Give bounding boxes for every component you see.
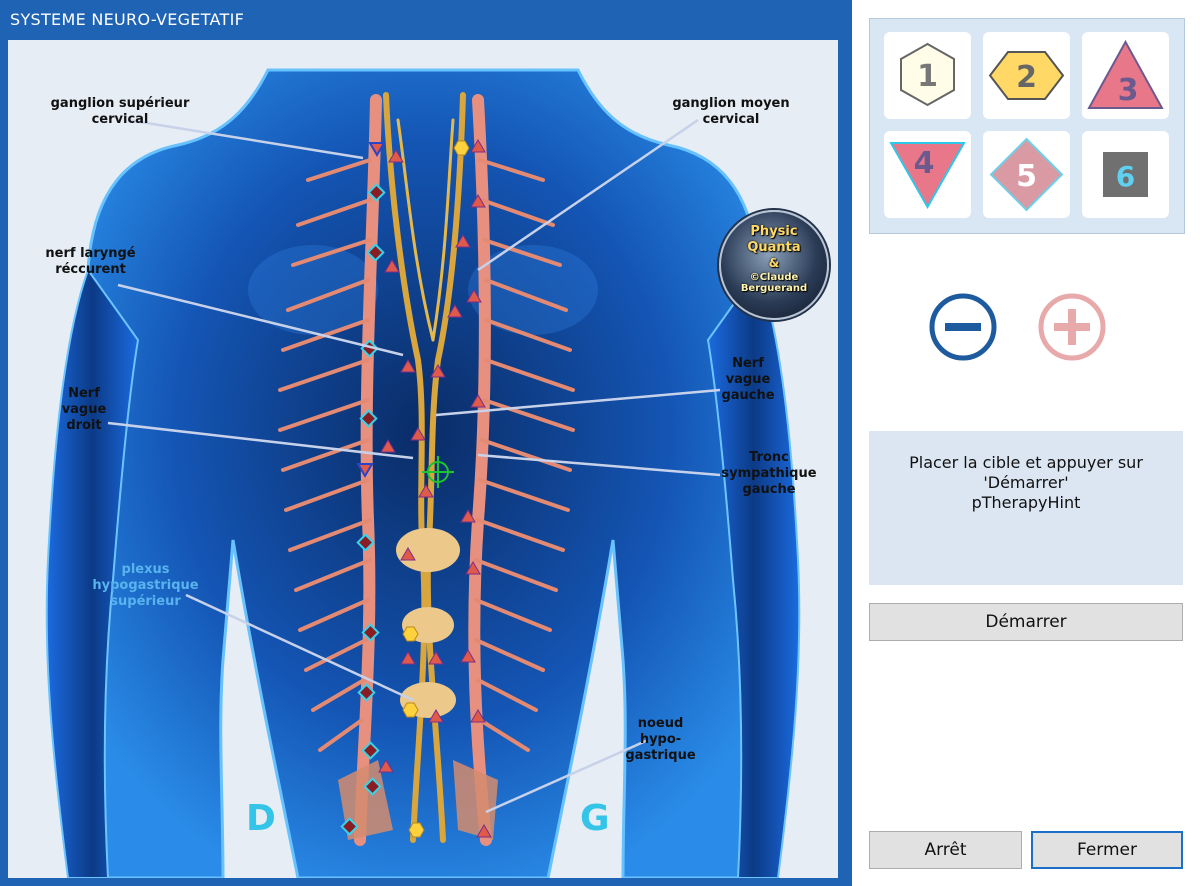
shape-button-5[interactable]: 5 [983, 131, 1070, 218]
svg-text:3: 3 [1118, 73, 1139, 108]
nerve-system [278, 92, 575, 846]
label-nerf-vague-droit: Nerf vague droit [61, 386, 107, 433]
diamond-icon: 5 [989, 137, 1064, 212]
close-button[interactable]: Fermer [1031, 831, 1183, 869]
square-icon: 6 [1103, 152, 1148, 197]
markers [340, 139, 492, 838]
start-button[interactable]: Démarrer [869, 603, 1183, 641]
label-ganglion-moyen: ganglion moyen cervical [672, 96, 790, 127]
image-panel: SYSTEME NEURO-VEGETATIF [0, 0, 852, 886]
physic-quanta-logo: Physic Quanta & ©Claude Berguerand [719, 210, 829, 320]
shape-button-6[interactable]: 6 [1082, 131, 1169, 218]
anatomy-image[interactable]: ganglion supérieur cervical ganglion moy… [8, 40, 838, 878]
label-nerf-vague-gauche: Nerf vague gauche [721, 356, 775, 403]
label-noeud-hypogastrique: noeud hypo- gastrique [625, 716, 696, 763]
hint-text: Placer la cible et appuyer sur 'Démarrer… [909, 453, 1143, 512]
hexagon-shape [900, 42, 955, 107]
triangle-up-icon: 3 [1087, 39, 1164, 109]
label-ganglion-superieur: ganglion supérieur cervical [50, 96, 190, 127]
hint-panel: Placer la cible et appuyer sur 'Démarrer… [869, 431, 1183, 585]
anatomy-illustration [8, 40, 838, 878]
side-label-right: D [246, 798, 276, 839]
shape-button-3[interactable]: 3 [1082, 32, 1169, 119]
shape-selector: 1 2 3 4 5 6 [869, 18, 1185, 234]
svg-text:5: 5 [1016, 159, 1037, 194]
triangle-down-icon: 4 [889, 142, 966, 210]
hexagon-icon: 1 [900, 42, 955, 107]
svg-text:4: 4 [914, 146, 935, 181]
label-nerf-larynge: nerf laryngé réccurent [45, 246, 136, 277]
window-title: SYSTEME NEURO-VEGETATIF [10, 10, 245, 29]
increase-button[interactable] [1037, 292, 1107, 362]
target-crosshair-icon [422, 456, 454, 488]
shape-button-1[interactable]: 1 [884, 32, 971, 119]
decrease-button[interactable] [928, 292, 998, 362]
label-tronc-sympathique: Tronc sympathique gauche [721, 450, 817, 497]
plus-circle-icon [1038, 293, 1106, 361]
pointer-lines [107, 118, 721, 814]
hexagon-filled-icon: 2 [988, 51, 1065, 100]
svg-text:6: 6 [1116, 160, 1135, 193]
stop-button[interactable]: Arrêt [869, 831, 1022, 869]
svg-text:1: 1 [917, 59, 938, 94]
shape-button-4[interactable]: 4 [884, 131, 971, 218]
shape-button-2[interactable]: 2 [983, 32, 1070, 119]
minus-circle-icon [929, 293, 997, 361]
svg-text:2: 2 [1016, 60, 1037, 95]
side-label-left: G [580, 798, 610, 839]
label-plexus-hypogastrique: plexus hypogastrique supérieur [92, 562, 199, 609]
